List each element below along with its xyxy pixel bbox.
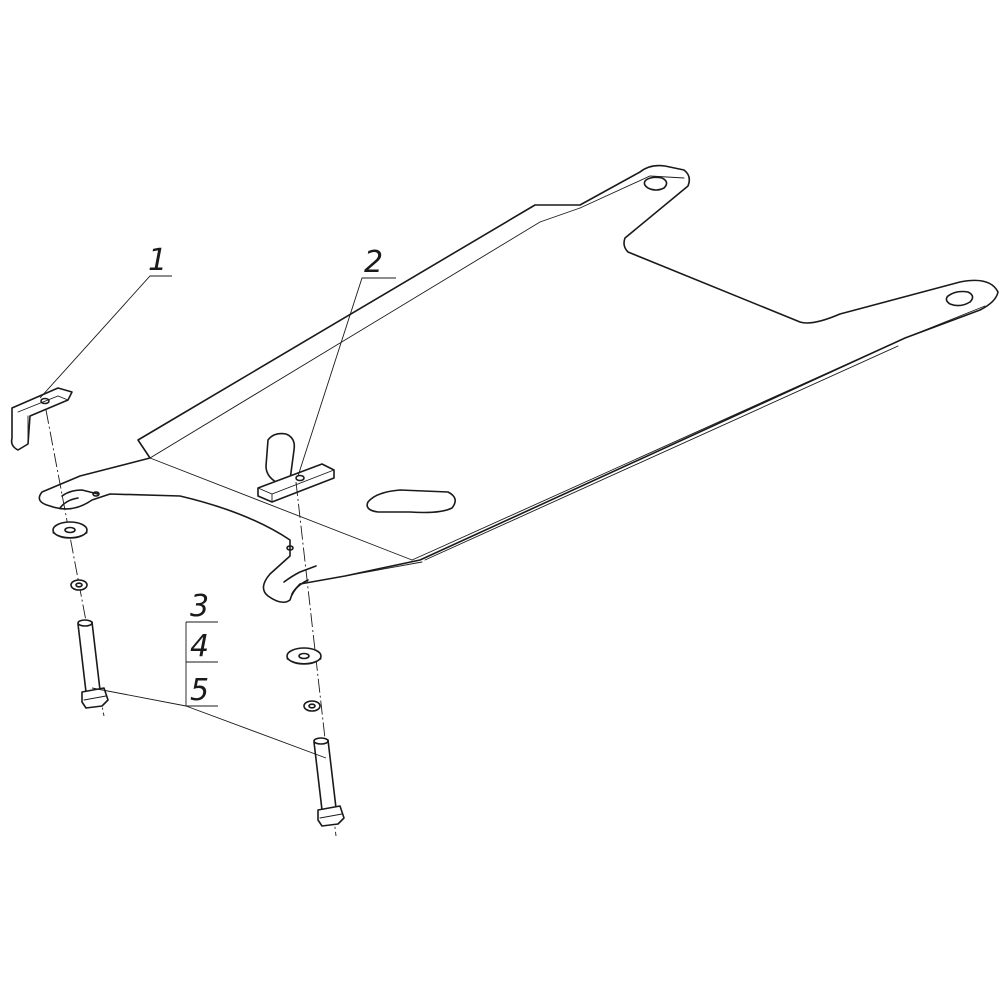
callout-3-4-5: 3 4 5 bbox=[91, 589, 327, 759]
washer-right bbox=[286, 647, 322, 665]
lock-washer-right bbox=[303, 700, 321, 712]
callout-1: 1 bbox=[39, 243, 172, 399]
bracket-item-1 bbox=[10, 387, 73, 451]
callout-2: 2 bbox=[297, 245, 396, 477]
callout-label-4: 4 bbox=[190, 629, 209, 664]
lock-washer-left bbox=[70, 579, 88, 591]
bolt-right bbox=[313, 737, 345, 827]
callout-label-2: 2 bbox=[364, 245, 383, 280]
bolt-left bbox=[77, 619, 109, 709]
left-fastener-stack bbox=[52, 521, 109, 709]
callout-label-1: 1 bbox=[148, 243, 167, 278]
skid-plate bbox=[38, 164, 999, 604]
washer-left bbox=[52, 521, 88, 539]
callout-label-5: 5 bbox=[190, 673, 209, 708]
callout-label-3: 3 bbox=[190, 589, 209, 624]
right-fastener-stack bbox=[286, 647, 345, 827]
